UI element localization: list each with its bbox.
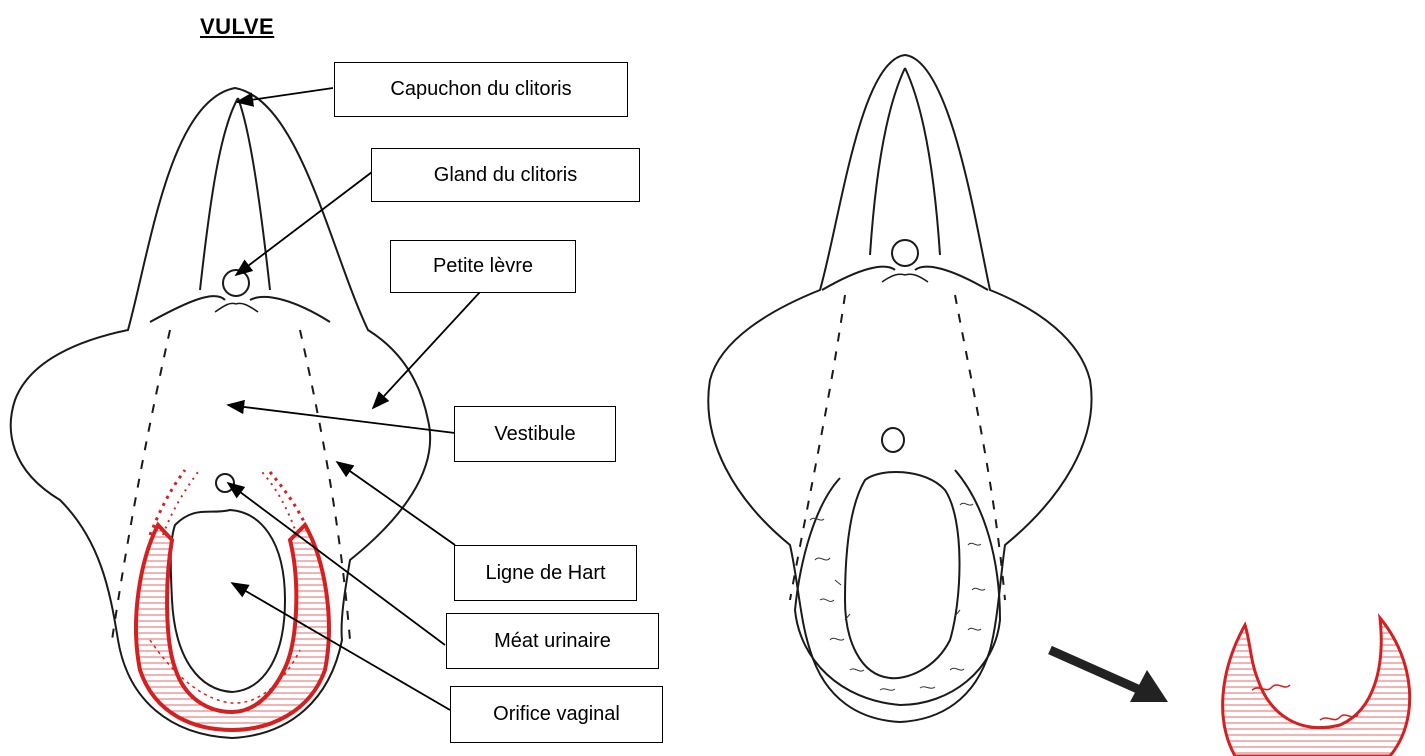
transition-arrow [1050,650,1168,702]
label-petite-levre: Petite lèvre [390,240,576,293]
arrow-vestibule [228,405,455,433]
right-vulva [708,55,1091,722]
arrow-ligne-hart [337,462,455,545]
excised-hymen [1223,618,1410,756]
label-gland: Gland du clitoris [371,148,640,202]
label-meat: Méat urinaire [446,613,659,669]
left-fold-base-left [150,296,225,322]
label-orifice: Orifice vaginal [450,686,663,743]
label-capuchon: Capuchon du clitoris [334,62,628,117]
label-vestibule: Vestibule [454,406,616,462]
label-ligne-hart: Ligne de Hart [454,545,637,601]
arrow-meat [228,483,445,645]
arrow-orifice [232,583,450,710]
right-urethral-meatus [882,428,904,452]
right-outer-labia [708,55,1091,722]
left-urethral-meatus [216,474,234,492]
arrow-petite-levre [373,292,480,408]
left-vulva [11,88,430,738]
left-inner-fold-left [200,98,238,290]
left-vaginal-orifice [171,510,285,692]
left-outer-labia [11,88,430,738]
left-fold-base-right [250,297,330,322]
